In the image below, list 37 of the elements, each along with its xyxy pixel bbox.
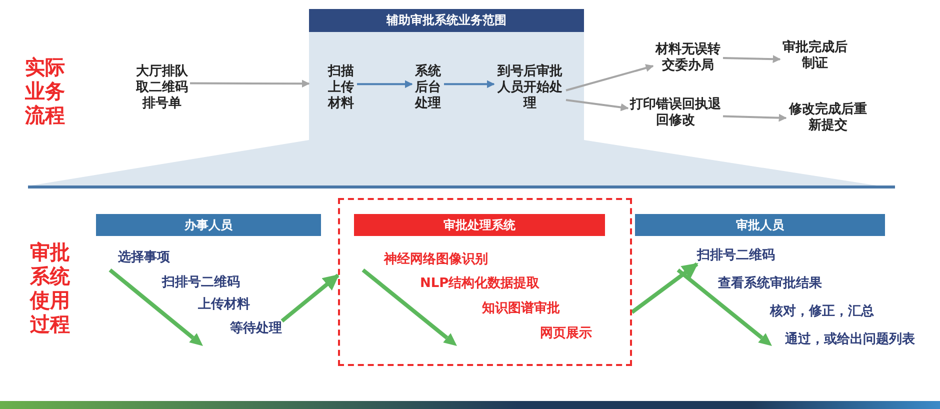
step-text: 审批完成后制证 — [780, 40, 850, 72]
step-text: 通过，或给出问题列表 — [785, 332, 915, 348]
step-text: 打印错误回执退回修改 — [628, 97, 723, 129]
arrow — [722, 55, 781, 64]
role-header: 审批处理系统 — [354, 214, 605, 236]
dashed-frame — [338, 198, 632, 366]
arrow — [190, 80, 310, 88]
arrow — [357, 80, 413, 88]
step-text: 上传材料 — [198, 297, 250, 313]
arrow — [566, 99, 629, 112]
step-text: 知识图谱审批 — [482, 301, 560, 317]
arrow — [280, 274, 340, 323]
step-text: 核对，修正，汇总 — [770, 304, 874, 320]
role-header: 办事人员 — [96, 214, 321, 236]
step-text: 神经网络图像识别 — [384, 252, 488, 268]
step-text: 扫排号二维码 — [162, 275, 240, 291]
step-text: 扫描上传材料 — [325, 64, 357, 112]
step-text: 修改完成后重新提交 — [786, 102, 870, 134]
step-text: 扫排号二维码 — [697, 248, 775, 264]
arrow — [722, 114, 787, 122]
step-text: 选择事项 — [118, 250, 170, 266]
section-label: 实际业务流程 — [25, 55, 66, 127]
step-text: 大厅排队取二维码排号单 — [134, 64, 190, 112]
section-label: 审批系统使用过程 — [30, 240, 71, 336]
step-text: 查看系统审批结果 — [718, 276, 822, 292]
step-text: NLP结构化数据提取 — [420, 276, 540, 292]
panel-heading: 辅助审批系统业务范围 — [309, 9, 584, 32]
arrow — [630, 262, 698, 314]
step-text: 材料无误转交委办局 — [653, 42, 723, 74]
scope-panel — [309, 9, 584, 140]
step-text: 网页展示 — [540, 326, 592, 342]
arrow — [444, 80, 495, 88]
step-text: 等待处理 — [230, 321, 282, 337]
arrow — [566, 64, 654, 92]
step-text: 系统后台处理 — [412, 64, 444, 112]
role-header: 审批人员 — [635, 214, 885, 236]
step-text: 到号后审批人员开始处理 — [494, 64, 566, 112]
